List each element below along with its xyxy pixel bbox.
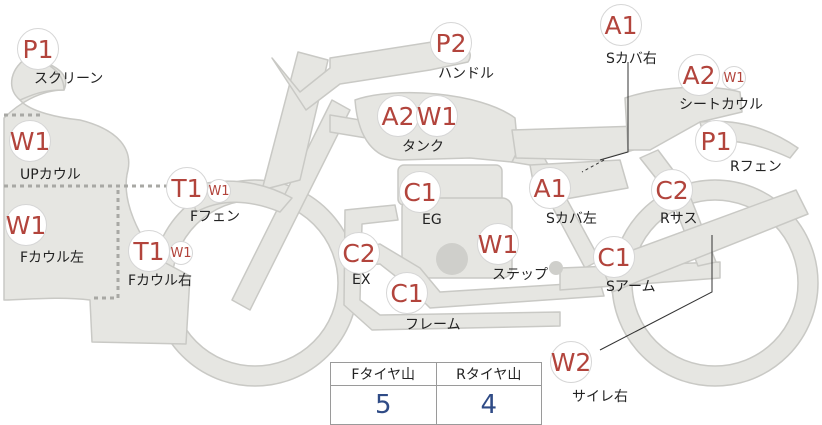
label-step: ステップ — [492, 267, 548, 283]
label-engine: EG — [422, 212, 442, 228]
label-scover-right: Sカバ右 — [606, 51, 657, 67]
badge-tank-w1: W1 — [416, 95, 458, 137]
badge-handle: P2 — [430, 22, 472, 64]
label-upcowl: UPカウル — [20, 167, 81, 183]
label-seatcowl: シートカウル — [679, 97, 763, 113]
badge-swingarm: C1 — [593, 236, 635, 278]
seat — [511, 125, 641, 161]
badge-ffender: T1 — [166, 167, 208, 209]
badge-scover-left: A1 — [529, 167, 571, 209]
label-ffender: Fフェン — [190, 209, 241, 225]
badge-seatcowl: A2 — [678, 54, 720, 96]
badge-step: W1 — [477, 223, 519, 265]
rear-tread-value: 4 — [435, 385, 542, 425]
tire-tread-table: Fタイヤ山 Rタイヤ山 5 4 — [330, 362, 542, 425]
label-swingarm: Sアーム — [606, 279, 656, 295]
badge-frame: C1 — [386, 272, 428, 314]
badge-scover-right: A1 — [600, 4, 642, 46]
badge-ffender-sub: W1 — [207, 179, 231, 203]
label-tank: タンク — [402, 139, 444, 155]
windscreen — [11, 57, 65, 101]
label-scover-left: Sカバ左 — [546, 211, 597, 227]
badge-rsus: C2 — [651, 169, 693, 211]
badge-engine: C1 — [399, 171, 441, 213]
label-fcowl-right: Fカウル右 — [128, 273, 193, 289]
badge-fcowl-left: W1 — [5, 204, 47, 246]
badge-seatcowl-sub: W1 — [722, 66, 746, 90]
badge-screen: P1 — [17, 28, 59, 70]
front-cowl — [3, 59, 191, 345]
label-screen: スクリーン — [34, 71, 104, 87]
label-rfender: Rフェン — [730, 159, 782, 175]
label-handle: ハンドル — [438, 66, 494, 82]
label-muffler-right: サイレ右 — [572, 389, 628, 405]
front-tread-header: Fタイヤ山 — [330, 362, 437, 386]
badge-tank-a2: A2 — [377, 95, 419, 137]
label-exhaust: EX — [352, 272, 371, 288]
badge-upcowl: W1 — [9, 120, 51, 162]
badge-muffler-right: W2 — [550, 341, 592, 383]
badge-fcowl-right-sub: W1 — [169, 241, 193, 265]
frame-lower — [343, 204, 561, 331]
rear-tread-header: Rタイヤ山 — [435, 362, 542, 386]
front-tread-value: 5 — [330, 385, 437, 425]
label-frame: フレーム — [405, 317, 461, 333]
badge-exhaust: C2 — [338, 232, 380, 274]
label-fcowl-left: Fカウル左 — [20, 250, 85, 266]
label-rsus: Rサス — [660, 211, 698, 227]
badge-rfender: P1 — [695, 120, 737, 162]
badge-fcowl-right: T1 — [128, 230, 170, 272]
muffler — [599, 189, 809, 293]
